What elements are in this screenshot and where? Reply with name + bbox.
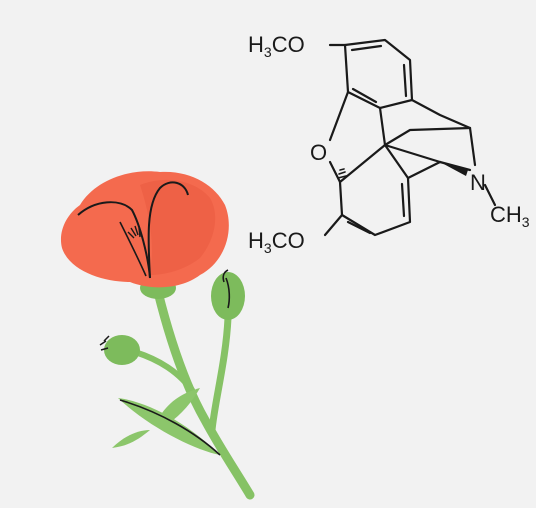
hash-bond (337, 168, 347, 179)
leaf-icon (112, 388, 221, 456)
main-stem (153, 287, 255, 500)
seed-pod-icon (211, 269, 245, 320)
label-methoxy-top: H3CO (248, 32, 305, 60)
bond-benzylic (410, 98, 472, 130)
wedge-bond (440, 162, 468, 176)
lower-ring-double-bonds (346, 182, 406, 235)
bud-icon (99, 335, 140, 365)
label-nitrogen: N (470, 170, 486, 195)
bond-methoxy-bottom (323, 213, 344, 237)
bond-ring-to-oxygen (328, 90, 350, 142)
bond-c-to-n (438, 160, 472, 172)
bud-stem (132, 349, 195, 393)
bond-bridge-2 (468, 126, 477, 167)
bond-ring-to-quaternary (378, 106, 387, 147)
aromatic-double-bonds (350, 44, 408, 104)
label-methyl: CH3 (490, 202, 530, 230)
molecule-labels: H3CO O N CH3 H3CO (248, 32, 530, 256)
bond-quaternary-to-c14 (383, 143, 442, 164)
pod-stem (208, 314, 232, 434)
bond-bridge-1 (383, 126, 472, 147)
label-methoxy-bottom: H3CO (248, 228, 305, 256)
poppy-flower-icon (60, 171, 229, 288)
poppy-illustration (60, 171, 255, 500)
molecule-structure (323, 38, 497, 237)
label-oxygen: O (310, 140, 327, 165)
bond-n-methyl (483, 183, 497, 207)
bond-c14-to-ring (406, 160, 442, 180)
